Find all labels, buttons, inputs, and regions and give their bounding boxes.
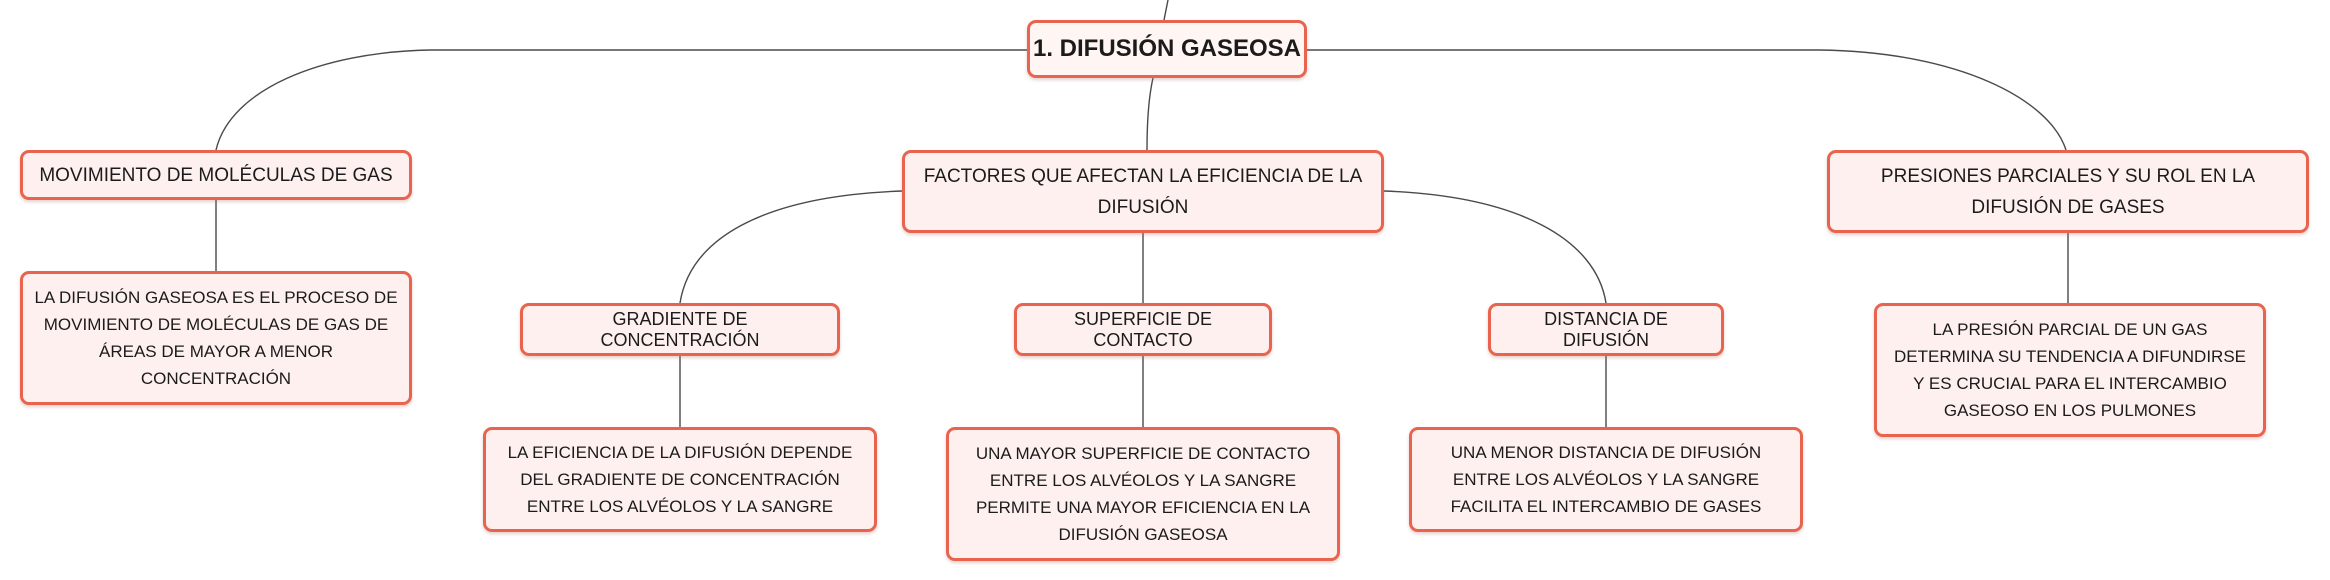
- connector-factores-gradiente: [679, 190, 903, 304]
- gradiente-detail-text: LA EFICIENCIA DE LA DIFUSIÓN DEPENDE DEL…: [507, 443, 853, 516]
- subtopic-distancia-label: DISTANCIA DE DIFUSIÓN: [1544, 308, 1668, 350]
- subtopic-superficie-label: SUPERFICIE DE CONTACTO: [1073, 308, 1213, 350]
- distancia-detail-text: UNA MENOR DISTANCIA DE DIFUSIÓN ENTRE LO…: [1450, 443, 1762, 516]
- topic-presiones-label: PRESIONES PARCIALES Y SU ROL EN LA DIFUS…: [1880, 165, 2256, 218]
- connector-root-movimiento: [215, 49, 1027, 151]
- subtopic-gradiente-label: GRADIENTE DE CONCENTRACIÓN: [600, 308, 760, 350]
- subtopic-distancia-node[interactable]: DISTANCIA DE DIFUSIÓN: [1488, 303, 1724, 356]
- topic-factores-node[interactable]: FACTORES QUE AFECTAN LA EFICIENCIA DE LA…: [902, 150, 1384, 233]
- superficie-detail-text: UNA MAYOR SUPERFICIE DE CONTACTO ENTRE L…: [975, 444, 1311, 544]
- superficie-detail-node[interactable]: UNA MAYOR SUPERFICIE DE CONTACTO ENTRE L…: [946, 427, 1340, 561]
- connector-factores-distancia: [1383, 190, 1607, 304]
- topic-presiones-node[interactable]: PRESIONES PARCIALES Y SU ROL EN LA DIFUS…: [1827, 150, 2309, 233]
- distancia-detail-node[interactable]: UNA MENOR DISTANCIA DE DIFUSIÓN ENTRE LO…: [1409, 427, 1803, 532]
- connector-parent-root: [1163, 0, 1169, 21]
- presiones-detail-node[interactable]: LA PRESIÓN PARCIAL DE UN GAS DETERMINA S…: [1874, 303, 2266, 437]
- connector-root-factores: [1146, 77, 1154, 151]
- root-node-label: 1. DIFUSIÓN GASEOSA: [1032, 35, 1302, 62]
- gradiente-detail-node[interactable]: LA EFICIENCIA DE LA DIFUSIÓN DEPENDE DEL…: [483, 427, 877, 532]
- subtopic-superficie-node[interactable]: SUPERFICIE DE CONTACTO: [1014, 303, 1272, 356]
- presiones-detail-text: LA PRESIÓN PARCIAL DE UN GAS DETERMINA S…: [1893, 320, 2247, 420]
- root-node[interactable]: 1. DIFUSIÓN GASEOSA: [1027, 20, 1307, 78]
- connector-root-presiones: [1307, 49, 2067, 151]
- subtopic-gradiente-node[interactable]: GRADIENTE DE CONCENTRACIÓN: [520, 303, 840, 356]
- topic-factores-label: FACTORES QUE AFECTAN LA EFICIENCIA DE LA…: [923, 165, 1363, 218]
- movimiento-detail-text: LA DIFUSIÓN GASEOSA ES EL PROCESO DE MOV…: [34, 288, 398, 388]
- topic-movimiento-node[interactable]: MOVIMIENTO DE MOLÉCULAS DE GAS: [20, 150, 412, 200]
- movimiento-detail-node[interactable]: LA DIFUSIÓN GASEOSA ES EL PROCESO DE MOV…: [20, 271, 412, 405]
- topic-movimiento-label: MOVIMIENTO DE MOLÉCULAS DE GAS: [39, 164, 393, 186]
